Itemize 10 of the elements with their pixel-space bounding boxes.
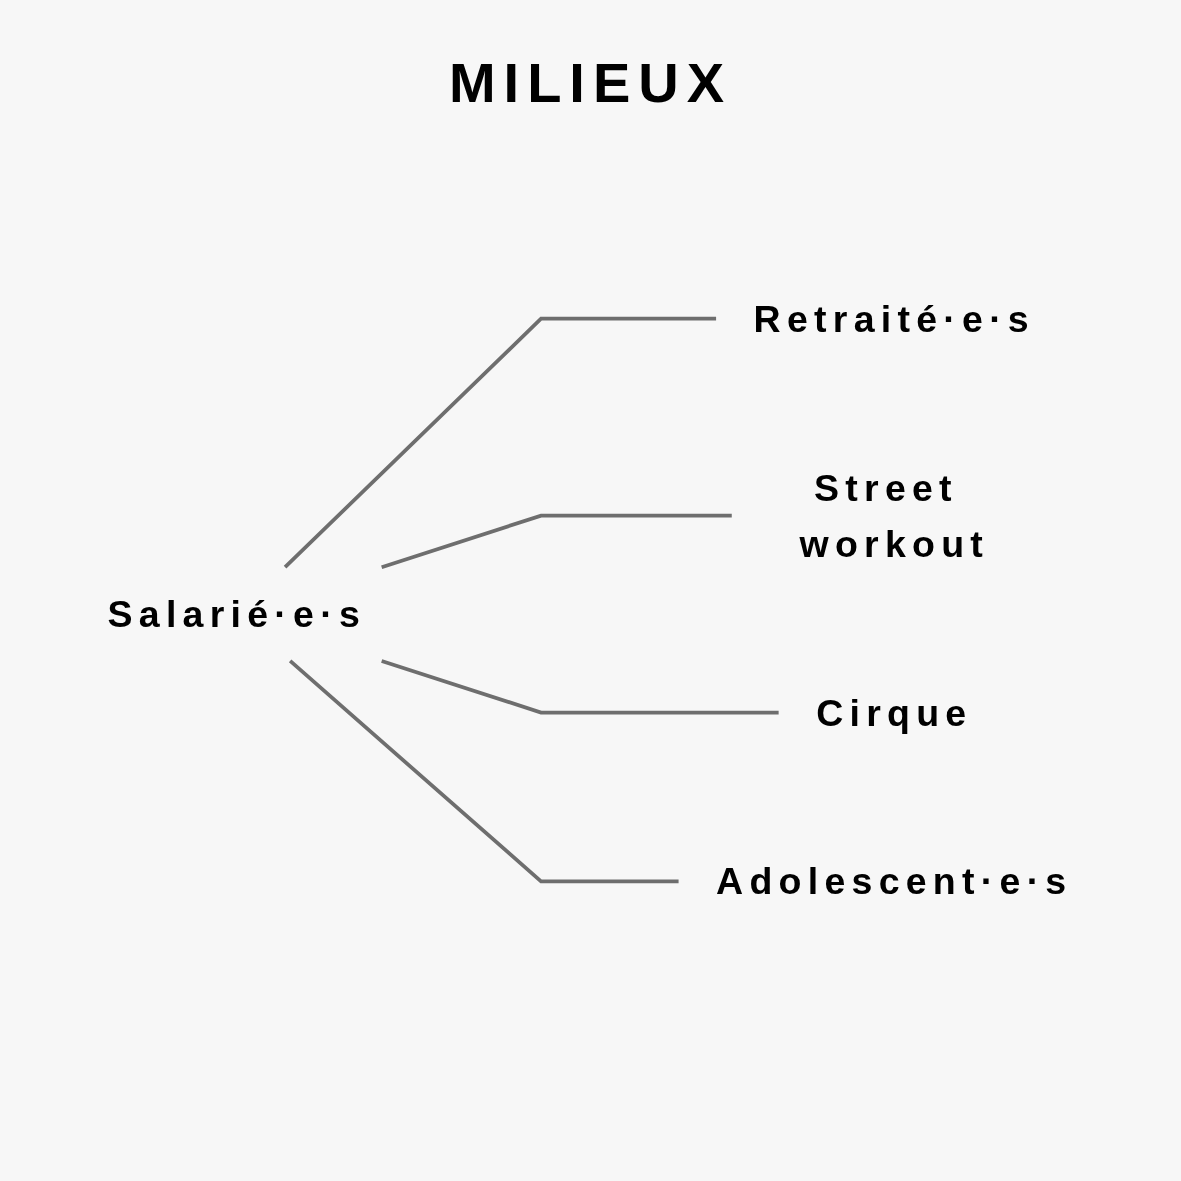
node-text: Cirque — [816, 691, 973, 734]
connector — [283, 316, 717, 569]
node-text: Street workout — [799, 466, 990, 565]
connector — [381, 513, 732, 569]
node-text: Adolescent·e·s — [716, 860, 1073, 902]
connector — [381, 659, 779, 715]
node-text: Retraité·e·s — [753, 298, 1035, 340]
node-text: Salarié·e·s — [107, 593, 367, 635]
connector — [288, 659, 679, 884]
diagram-title: MILIEUX — [448, 51, 733, 114]
